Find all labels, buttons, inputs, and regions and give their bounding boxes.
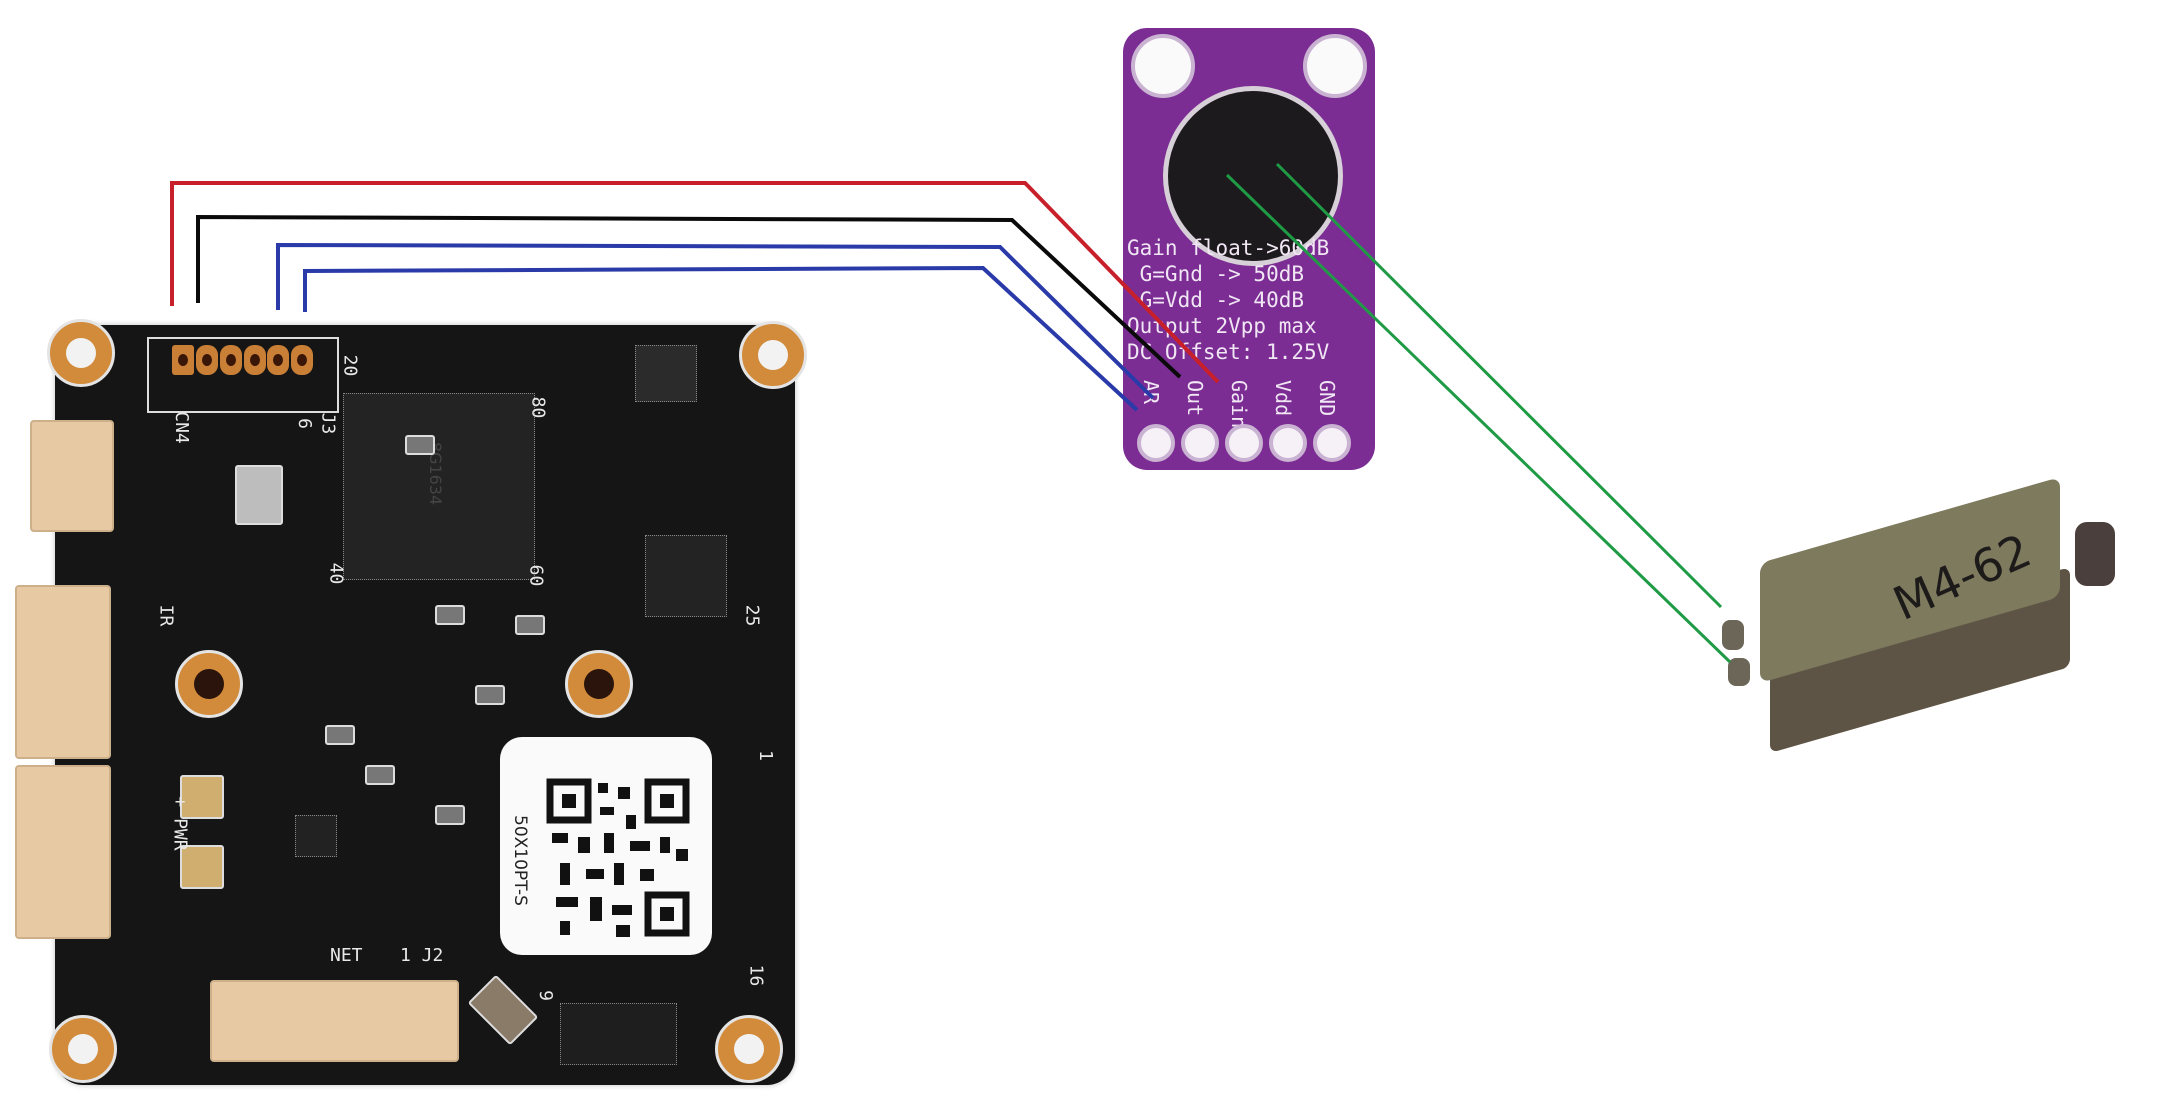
j3-pad [172,345,194,375]
pin-label-vdd: Vdd [1271,380,1295,417]
j3-pad [267,345,289,375]
pin-ar [1137,424,1175,462]
smd-component [435,805,465,825]
mic-spec-line: G=Vdd -> 40dB [1127,288,1305,312]
smd-component [475,685,505,705]
microphone-amplifier-board: Gain float->60dB G=Gnd -> 50dB G=Vdd -> … [1123,28,1375,470]
receiver-terminal [1722,620,1744,650]
silk-pwr: + PWR [169,796,191,851]
capacitor [467,974,539,1046]
j3-pad [220,345,242,375]
smd-component [325,725,355,745]
silk-pin80: 80 [527,396,549,419]
mic-board-mount-hole [1131,34,1195,98]
pin-label-out: Out [1183,380,1207,417]
main-soc-chip: 8G1634 [343,393,535,580]
led-pad [180,845,224,889]
mic-board-mount-hole [1303,34,1367,98]
pin-gain [1225,424,1263,462]
j3-pad [196,345,218,375]
silk-net: NET [330,945,363,966]
connector-j2-net [210,980,459,1062]
smd-component [365,765,395,785]
mount-hole-center-left [175,650,243,718]
silk-j2: 1 J2 [400,945,444,966]
qr-label: 50X10PT-S [510,815,530,906]
qr-sticker: 50X10PT-S [500,737,712,955]
smd-component [515,615,545,635]
pin-out [1181,424,1219,462]
silk-pin60: 60 [525,564,547,587]
silk-pin9: 9 [534,990,556,1001]
j3-pad [291,345,313,375]
silk-cn4: CN4 [170,411,192,444]
pin-label-gain: Gain [1227,380,1251,429]
receiver-speaker: M4-62 [1722,476,2115,754]
flash-chip [560,1003,677,1065]
smd-component [435,605,465,625]
qr-code-icon [546,778,690,937]
ic-small [295,815,337,857]
silk-pin6: 6 [293,418,315,429]
inductor [635,345,697,402]
silk-ir: IR [155,604,177,627]
connector-ir [15,585,111,759]
mount-hole-top-right [739,321,807,389]
mic-spec-line: Output 2Vpp max [1127,314,1317,338]
mount-hole-bottom-left [49,1015,117,1083]
silk-pin16: 16 [745,964,767,987]
receiver-terminal [1728,658,1750,686]
silk-pin40: 40 [325,562,347,585]
secondary-chip [645,535,727,617]
smd-component [405,435,435,455]
connector-pwr [15,765,111,939]
mic-spec-line: DC Offset: 1.25V [1127,340,1330,364]
pin-label-gnd: GND [1315,380,1339,417]
pin-vdd [1269,424,1307,462]
mount-hole-center-right [565,650,633,718]
crystal [235,465,283,525]
j3-pad [244,345,266,375]
mic-spec-line: G=Gnd -> 50dB [1127,262,1305,286]
silk-j3: J3 [317,412,339,435]
camera-pcb-board: 20 J3 6 8G1634 80 40 60 25 CN4 IR + PWR [15,319,807,1085]
silk-pin20: 20 [339,354,361,377]
led-pad [180,775,224,819]
pin-label-ar: AR [1139,380,1163,405]
connector-cn4 [30,420,114,532]
mount-hole-top-left [47,319,115,387]
mic-spec-line: Gain float->60dB [1127,236,1330,260]
receiver-sound-port [2075,522,2115,586]
mount-hole-bottom-right [715,1015,783,1083]
silk-pin25: 25 [741,604,763,627]
silk-pin1: 1 [754,750,776,761]
pin-gnd [1313,424,1351,462]
